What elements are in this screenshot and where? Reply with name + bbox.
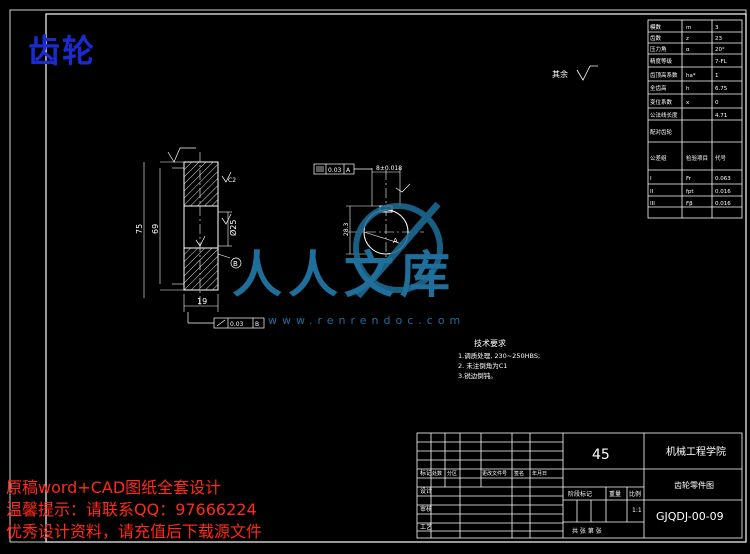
watermark-url: www.renrendoc.com <box>268 314 465 327</box>
runout-tolerance-frame <box>187 312 265 329</box>
param-table-cell: Fβ <box>686 201 693 207</box>
runout-tolerance-value: 0.03 <box>230 321 244 328</box>
param-table-cell: 精度等级 <box>650 57 673 65</box>
title-block <box>416 432 743 539</box>
datum-b-label: B <box>233 260 238 268</box>
param-table-cell: 公差组 <box>650 154 667 162</box>
param-table-cell: m <box>686 25 691 31</box>
sub-label-sign: 签名 <box>514 470 524 477</box>
param-table-cell: 压力角 <box>650 45 667 53</box>
param-table-cell: z <box>686 36 689 42</box>
param-table-cell: 变位系数 <box>650 98 673 106</box>
watermark-logo <box>353 201 443 299</box>
gear-parameter-table <box>647 19 743 219</box>
param-table-cell: 3 <box>715 25 719 31</box>
gear-section-view <box>143 147 232 312</box>
param-table-cell: x <box>686 100 690 106</box>
sub-label-file: 更改文件号 <box>482 470 507 477</box>
scale-label: 比例 <box>629 490 641 498</box>
scale-value: 1:1 <box>632 507 642 514</box>
param-table-cell: I <box>650 176 652 182</box>
keyway-width-dim: 8±0.018 <box>376 165 402 172</box>
symmetry-datum: A <box>346 167 351 174</box>
param-table-cell: Fr <box>686 176 692 182</box>
param-table-cell: 0.063 <box>715 176 731 182</box>
param-table-cell: 1 <box>715 73 719 79</box>
param-table-cell: III <box>650 201 655 207</box>
param-table-cell: 20° <box>715 47 725 53</box>
row-label-review: 审核 <box>420 505 432 513</box>
tech-req-item: 2. 未注倒角为C1 <box>458 361 507 370</box>
param-table-cell: ha* <box>686 73 696 79</box>
tech-req-heading: 技术要求 <box>474 338 506 348</box>
param-table-cell: fpt <box>686 189 694 195</box>
tech-req-item: 3.锐边倒钝。 <box>458 371 497 380</box>
row-label-process: 工艺 <box>420 523 432 531</box>
param-table-cell: α <box>686 47 690 53</box>
param-table-cell: 公法线长度 <box>650 111 678 119</box>
param-table-cell: 7-FL <box>715 59 728 65</box>
bore-diameter-dim: Ø25 <box>228 220 238 236</box>
param-table-cell: h <box>686 86 690 92</box>
roughness-note: 其余 <box>552 69 568 79</box>
runout-datum: B <box>255 321 259 328</box>
param-table-cell: 4.71 <box>715 113 727 119</box>
watermark-brand: 人人文库 <box>232 246 456 304</box>
param-table-cell: 全齿高 <box>650 84 667 92</box>
param-table-cell: 代号 <box>715 154 727 162</box>
param-table-cell: II <box>650 189 654 195</box>
part-name: 齿轮零件图 <box>674 480 714 490</box>
sheet-label: 共 张 第 张 <box>572 527 602 535</box>
weight-label: 重量 <box>609 490 621 498</box>
keyway-depth-dim: 28.3 <box>343 222 350 236</box>
param-table-cell: 齿数 <box>650 34 662 42</box>
param-table-cell: 配对齿轮 <box>650 128 673 136</box>
param-table-cell: 模数 <box>650 23 662 31</box>
promo-line: 温馨提示：请联系QQ：97666224 <box>6 500 257 519</box>
symmetry-tolerance-value: 0.03 <box>328 167 342 174</box>
param-table-cell: 23 <box>715 36 722 42</box>
datum-b-marker <box>217 253 242 269</box>
chamfer-note: C2 <box>228 177 236 184</box>
outer-diameter-dim: 75 <box>135 224 144 234</box>
roughness-symbol <box>576 65 598 81</box>
drawing-number: GJQDJ-00-09 <box>656 510 724 523</box>
param-table-cell: 0 <box>715 100 719 106</box>
width-dim: 19 <box>197 297 207 306</box>
inner-frame <box>45 13 747 543</box>
parameter-table-texts: 模数 m 3 齿数 z 23 压力角 α 20° 精度等级 7-FL 齿顶高系数 ha* 1 全齿高 h 6.7… <box>650 23 731 207</box>
material-value: 45 <box>592 447 610 463</box>
tech-req-item: 1.调质处理, 230~250HBS; <box>458 351 540 360</box>
promo-line: 优秀设计资料，请充值后下载源文件 <box>6 522 263 541</box>
param-table-cell: 0.016 <box>715 189 731 195</box>
drawing-title: 齿轮 <box>28 32 97 70</box>
param-table-cell: 齿顶高系数 <box>650 71 678 79</box>
root-diameter-dim: 69 <box>151 224 160 234</box>
param-table-cell: 检验项目 <box>686 154 708 162</box>
sub-label-count: 处数 <box>432 470 442 477</box>
datum-a-label: A <box>393 237 398 245</box>
stage-mark-label: 阶段标记 <box>568 490 592 498</box>
param-table-cell: 6.75 <box>715 86 728 92</box>
param-table-cell: 0.016 <box>715 201 731 207</box>
promo-line: 原稿word+CAD图纸全套设计 <box>6 478 222 497</box>
sub-label-zone: 分区 <box>447 470 457 477</box>
row-label-mark: 标记 <box>420 469 432 477</box>
symmetry-tolerance-frame <box>313 163 372 175</box>
row-label-design: 设计 <box>420 487 432 495</box>
school-name: 机械工程学院 <box>666 445 726 458</box>
sub-label-date: 年月日 <box>532 470 547 477</box>
